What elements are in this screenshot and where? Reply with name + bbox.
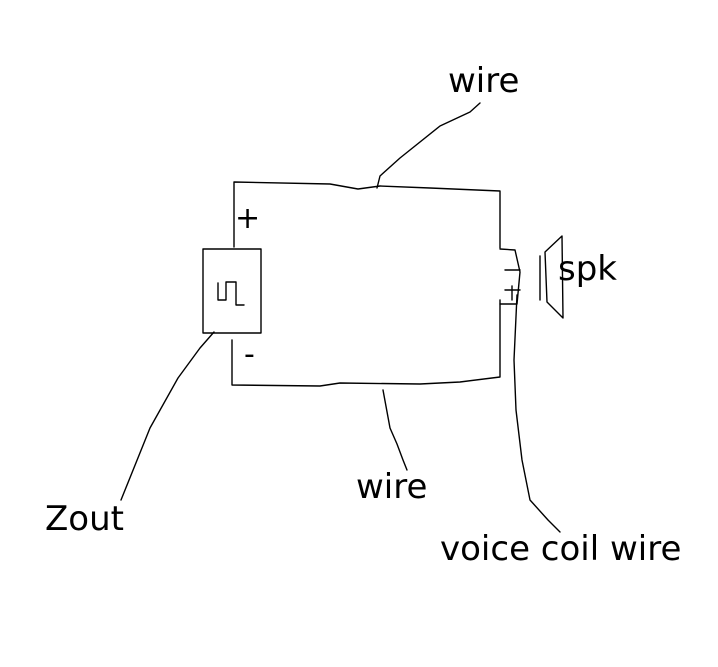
speaker-cone: [544, 235, 564, 319]
zout-leader: [120, 331, 215, 501]
plus-terminal-label: +: [235, 201, 261, 236]
wire-bottom-label: wire: [356, 467, 428, 507]
top-wire: [233, 181, 501, 249]
speaker-terminal: [499, 248, 521, 305]
wire-top-leader: [376, 102, 481, 189]
bottom-wire: [231, 299, 501, 387]
minus-terminal-label: -: [244, 337, 255, 372]
wire-bottom-leader: [382, 389, 408, 471]
voice-coil-wire-label: voice coil wire: [440, 529, 682, 569]
source-box: [202, 248, 262, 334]
voice-coil-leader: [513, 294, 561, 533]
wire-top-label: wire: [448, 61, 520, 101]
square-wave-symbol: [217, 281, 245, 306]
speaker-label: spk: [558, 249, 617, 289]
zout-label: Zout: [45, 499, 124, 539]
speaker-terminal-detail: [504, 269, 521, 301]
